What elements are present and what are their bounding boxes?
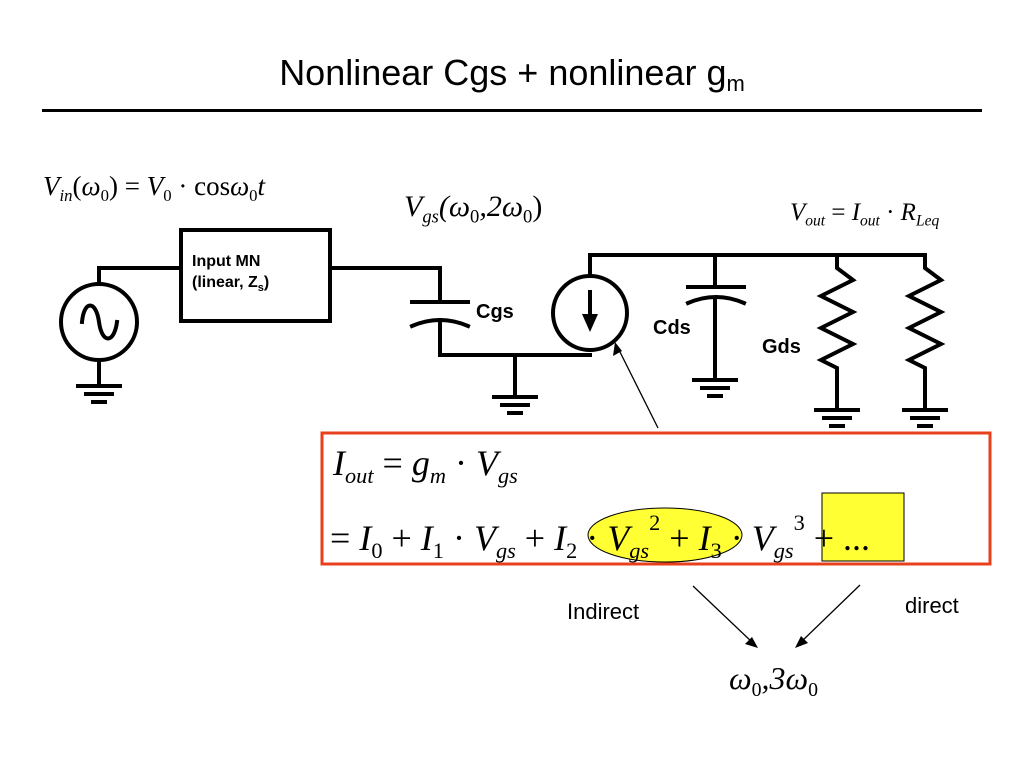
indirect-arrow bbox=[692, 585, 758, 648]
resulting-frequencies: ω0,3ω0 bbox=[729, 660, 819, 701]
vin-equation: Vin(ω0) = V0 · cosω0t bbox=[43, 171, 266, 205]
gds-label: Gds bbox=[762, 336, 801, 358]
direct-label: direct bbox=[905, 593, 959, 618]
current-source-top-wire bbox=[588, 253, 927, 278]
title-text: Nonlinear Cgs + nonlinear g bbox=[279, 52, 727, 93]
vout-equation: Vout = Iout · RLeq bbox=[790, 199, 940, 230]
input-mn-line1: Input MN bbox=[192, 253, 261, 270]
ground-symbol-source bbox=[76, 384, 122, 404]
source-top-wire bbox=[97, 266, 183, 286]
input-mn-line2: (linear, Zs) bbox=[192, 274, 270, 295]
indirect-term-highlight bbox=[587, 507, 743, 563]
cgs-label: Cgs bbox=[476, 301, 514, 323]
ground-symbol-cds bbox=[692, 378, 738, 398]
gds-resistor bbox=[816, 253, 858, 412]
direct-arrow bbox=[795, 584, 861, 648]
ground-symbol-load bbox=[902, 408, 948, 428]
direct-term-highlight bbox=[821, 492, 905, 562]
slide-title: Nonlinear Cgs + nonlinear gm bbox=[0, 52, 1024, 97]
ground-symbol-gate bbox=[492, 395, 538, 415]
pointer-arrow-to-source bbox=[613, 342, 659, 429]
title-underline bbox=[42, 109, 982, 112]
title-subscript: m bbox=[726, 71, 745, 96]
cds-label: Cds bbox=[653, 317, 691, 339]
iout-definition: Iout = gm · Vgs bbox=[333, 443, 518, 488]
cgs-bottom-wire bbox=[438, 318, 592, 357]
mn-output-wire bbox=[328, 266, 442, 302]
input-mn-box bbox=[179, 228, 332, 323]
iout-expansion: = I0 + I1 · Vgs + I2 · Vgs2 + I3 · Vgs3 … bbox=[330, 510, 871, 563]
vgs-expression: Vgs(ω0,2ω0) bbox=[404, 190, 543, 228]
input-mn-label: Input MN (linear, Zs) bbox=[192, 251, 269, 299]
indirect-label: Indirect bbox=[567, 599, 640, 624]
sine-wave-icon bbox=[79, 303, 120, 341]
ground-symbol-gds bbox=[814, 408, 860, 428]
equation-box bbox=[320, 431, 992, 566]
load-resistor bbox=[904, 253, 946, 412]
current-arrow-icon bbox=[582, 290, 598, 332]
